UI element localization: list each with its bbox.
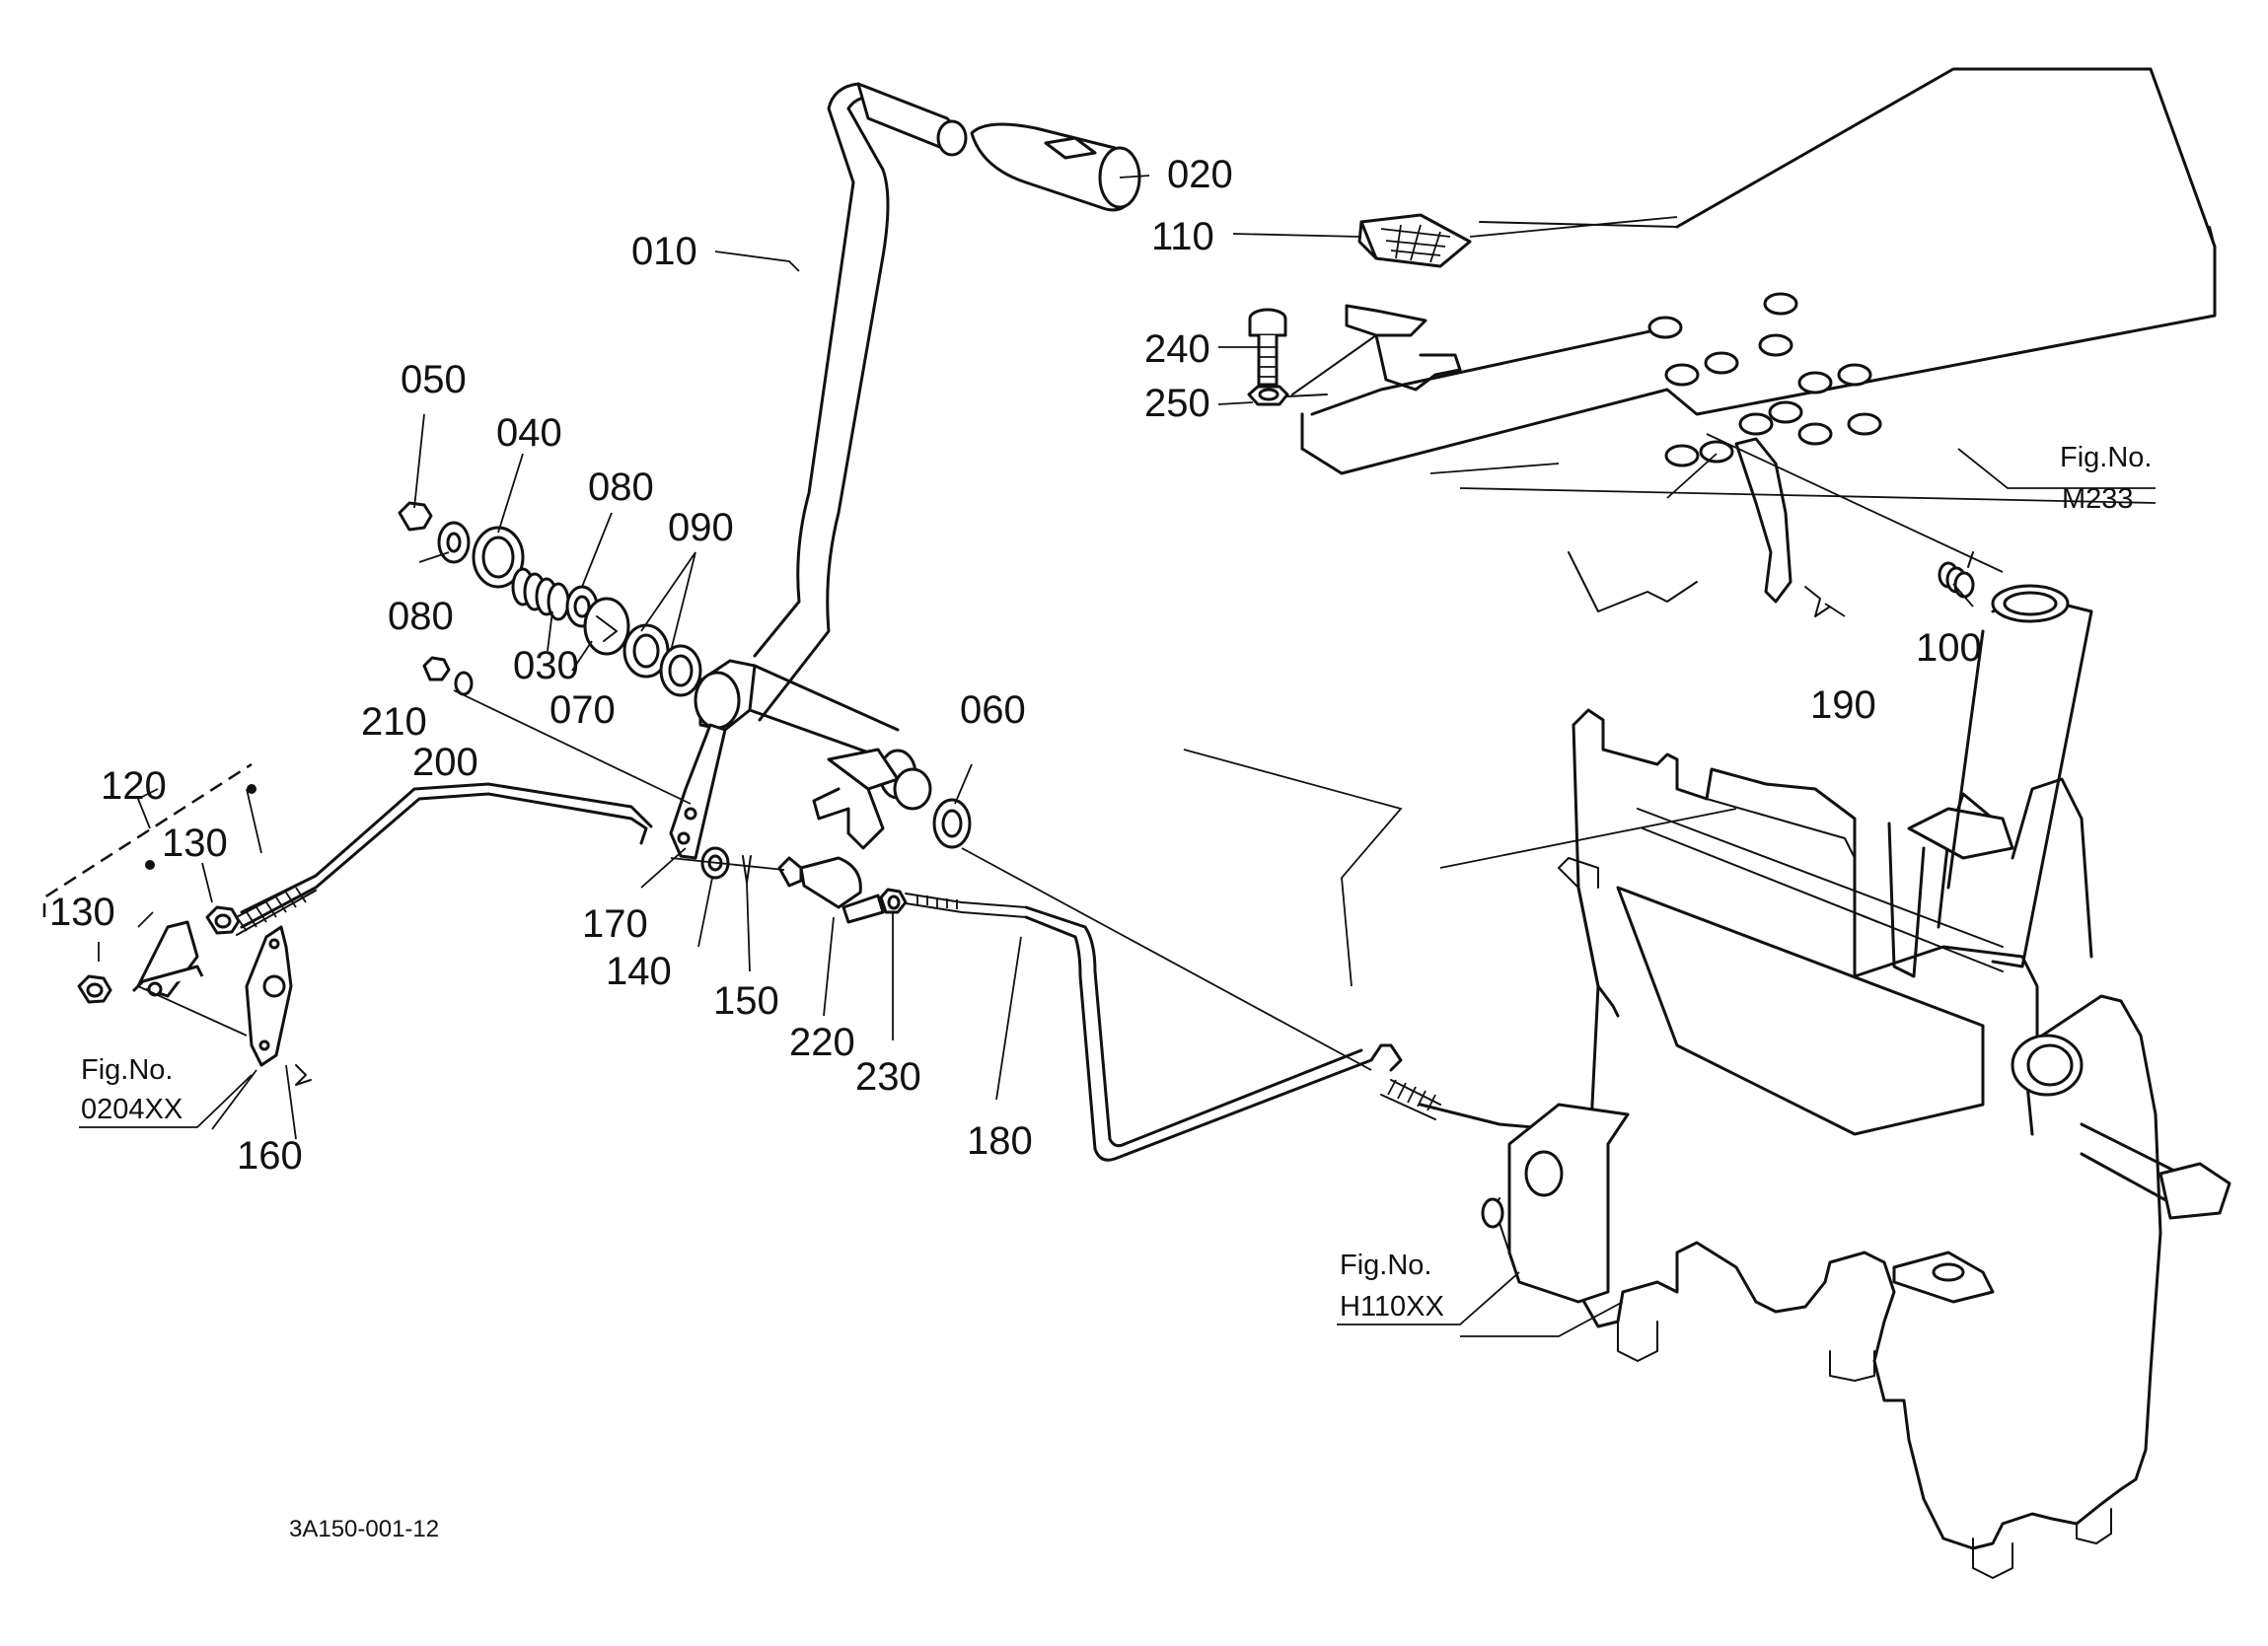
figure-ref-m233-code: M233 bbox=[2062, 483, 2134, 515]
nut-250 bbox=[1247, 385, 1328, 406]
label-090: 090 bbox=[668, 506, 734, 549]
figure-ref-0204xx[interactable]: Fig.No. 0204XX bbox=[79, 1054, 253, 1128]
label-180: 180 bbox=[967, 1119, 1033, 1163]
pin-150 bbox=[742, 855, 752, 884]
figure-ref-h110xx-caption: Fig.No. bbox=[1340, 1250, 1431, 1281]
rod-120 bbox=[226, 782, 653, 936]
label-210: 210 bbox=[361, 700, 427, 744]
nut-230 bbox=[879, 888, 908, 914]
label-100: 100 bbox=[1916, 626, 1982, 670]
pivot-boss bbox=[694, 659, 932, 850]
label-160: 160 bbox=[237, 1134, 303, 1178]
mounting-bracket bbox=[1380, 1079, 1630, 1304]
label-220: 220 bbox=[789, 1021, 855, 1064]
transmission-frame bbox=[1558, 708, 2162, 1579]
floor-plate bbox=[1300, 67, 2217, 612]
part-labels: 010 020 030 040 050 060 070 080 080 090 … bbox=[49, 153, 1982, 1178]
ball-joint-220 bbox=[777, 856, 885, 924]
rod-180 bbox=[905, 893, 1403, 1162]
label-200: 200 bbox=[412, 741, 478, 784]
floor-rubber-studs bbox=[1647, 292, 1882, 467]
leader-lines bbox=[98, 175, 2157, 1337]
pin-190 bbox=[1804, 586, 1831, 617]
lever-arm-170 bbox=[669, 723, 727, 860]
label-120: 120 bbox=[101, 764, 167, 808]
label-080-upper: 080 bbox=[588, 465, 654, 509]
pin-160 bbox=[295, 1064, 312, 1086]
figure-ref-0204xx-code: 0204XX bbox=[81, 1094, 183, 1125]
washer-200 bbox=[454, 671, 474, 696]
pedal-link bbox=[1734, 437, 1792, 604]
label-150: 150 bbox=[713, 979, 779, 1023]
pivot-stack bbox=[398, 501, 702, 697]
figure-ref-h110xx-code: H110XX bbox=[1340, 1291, 1444, 1323]
bolt-240 bbox=[1248, 308, 1287, 387]
figure-ref-0204xx-caption: Fig.No. bbox=[81, 1054, 173, 1086]
label-140: 140 bbox=[606, 950, 672, 993]
drawing-code: 3A150-001-12 bbox=[289, 1516, 439, 1542]
spring-030 bbox=[511, 567, 570, 621]
label-080-lower: 080 bbox=[388, 595, 454, 638]
lever-knob bbox=[970, 122, 1141, 212]
label-010: 010 bbox=[631, 230, 697, 273]
group-bracket-120 bbox=[42, 762, 253, 917]
label-190: 190 bbox=[1810, 683, 1876, 727]
brake-pedal bbox=[1291, 213, 1472, 395]
label-230: 230 bbox=[855, 1055, 921, 1099]
label-020: 020 bbox=[1167, 153, 1233, 196]
label-170: 170 bbox=[582, 902, 648, 946]
label-130-lower: 130 bbox=[49, 891, 115, 934]
label-110: 110 bbox=[1151, 215, 1214, 258]
threaded-rod-end bbox=[1380, 1079, 1441, 1120]
label-130-upper: 130 bbox=[162, 822, 228, 865]
label-070: 070 bbox=[549, 688, 616, 732]
label-240: 240 bbox=[1144, 327, 1210, 371]
label-250: 250 bbox=[1144, 382, 1210, 425]
spring-100 bbox=[1938, 551, 1975, 599]
label-040: 040 bbox=[496, 411, 562, 455]
label-060: 060 bbox=[960, 688, 1026, 732]
figure-ref-m233[interactable]: Fig.No. M233 bbox=[2060, 442, 2152, 515]
bracket-stud bbox=[131, 920, 204, 998]
nut-210 bbox=[422, 656, 451, 681]
upright-tube bbox=[1946, 584, 2093, 968]
label-030: 030 bbox=[513, 644, 579, 687]
figure-ref-h110xx[interactable]: Fig.No. H110XX bbox=[1337, 1250, 1520, 1325]
figure-ref-m233-caption: Fig.No. bbox=[2060, 442, 2152, 473]
side-shaft bbox=[1892, 1122, 2231, 1304]
label-050: 050 bbox=[401, 358, 467, 401]
control-lever-rod bbox=[753, 82, 968, 722]
plate-0204 bbox=[245, 925, 293, 1067]
